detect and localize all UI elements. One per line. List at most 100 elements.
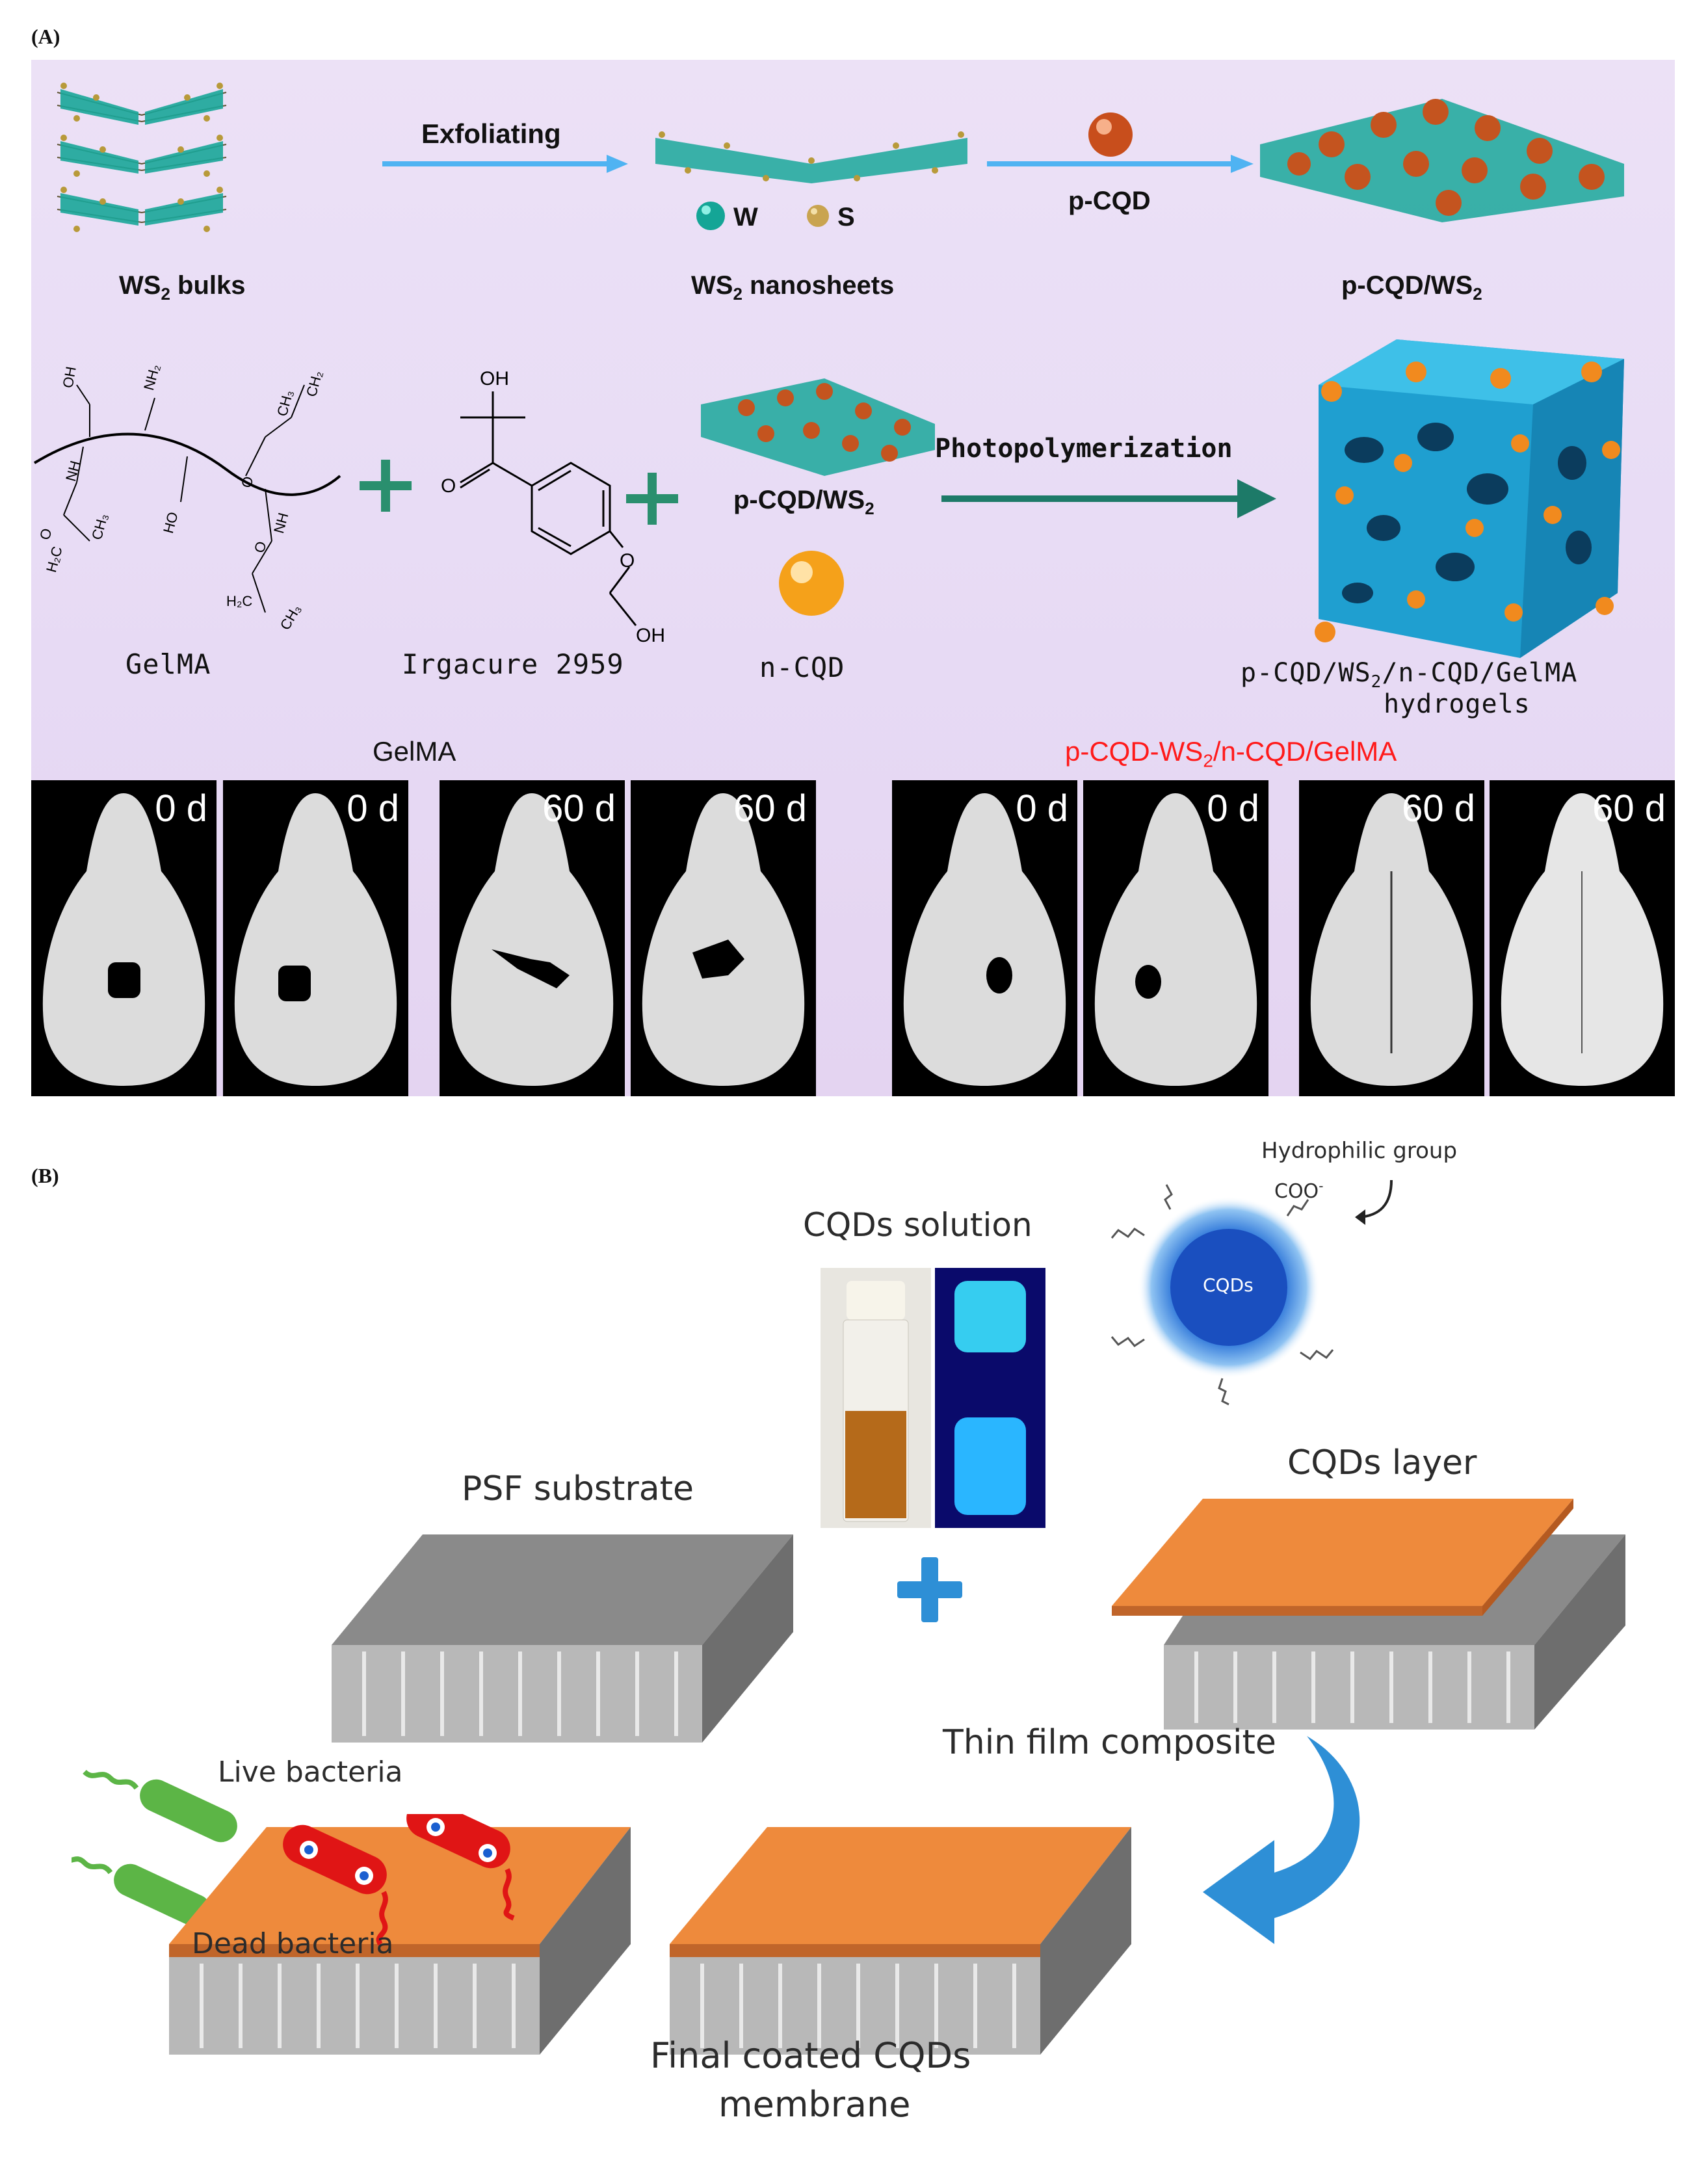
hydrogel-label-line2: hydrogels [1384,689,1531,719]
skull-image [42,793,205,1086]
skull-day-label: 0 d [1207,787,1259,830]
skull-day-label: 60 d [1402,787,1475,830]
skull-day-label: 60 d [733,787,807,830]
antibacterial-membrane-slab [169,1814,631,2055]
svg-text:O: O [441,475,456,497]
svg-text:CH₃: CH₃ [277,601,304,632]
skull-image [1310,793,1473,1086]
skull-image [451,793,614,1086]
skull-day-label: 60 d [1592,787,1666,830]
dead-bacteria-label: Dead bacteria [192,1927,394,1960]
skull-image [234,793,397,1086]
dead-bacterium-2 [406,1814,515,1921]
panel-a-label: (A) [31,25,60,48]
photopolymerization-arrow [941,479,1276,518]
gelma-label: GelMA [125,648,211,680]
skull-tile-2: 0 d [223,780,408,1096]
p-cqd-ws2-top-label: p-CQD/WS2 [1341,271,1482,304]
legend-s-label: S [837,203,855,231]
exfoliating-label: Exfoliating [421,118,561,149]
hydrogel-label-line1: p-CQD/WS2/n-CQD/GelMA [1241,658,1578,692]
skull-tile-6: 0 d [1083,780,1268,1096]
svg-text:CH₃: CH₃ [88,512,111,542]
final-membrane-slab [670,1827,1131,2055]
cqds-core-label: CQDs [1203,1274,1254,1296]
psf-substrate-slab [332,1534,793,1743]
p-cqd-sphere-icon [1088,112,1133,157]
skull-tile-4: 60 d [631,780,816,1096]
skull-tile-8: 60 d [1490,780,1675,1096]
plus-icon-2 [626,473,678,525]
live-bacteria-label: Live bacteria [218,1756,403,1789]
svg-text:OH: OH [636,625,665,645]
p-cqd-arrow-label: p-CQD [1068,187,1151,215]
p-cqd-arrow [987,155,1254,173]
cqds-solution-label: CQDs solution [803,1206,1032,1244]
skull-day-label: 0 d [155,787,207,830]
skull-tile-5: 0 d [892,780,1077,1096]
svg-text:H₂C: H₂C [43,544,66,574]
plus-icon-1 [360,460,412,512]
panel-a: WS2 bulks Exfoliating W S WS2 nanosheets… [31,60,1675,1096]
ws2-bulks-label: WS2 bulks [119,271,246,304]
svg-text:O: O [238,475,257,490]
skull-tile-7: 60 d [1299,780,1484,1096]
skull-day-label: 0 d [1016,787,1068,830]
final-membrane-label-line1: Final coated CQDs [650,2035,971,2076]
svg-text:NH₂: NH₂ [140,363,163,392]
group-gelma-title: GelMA [373,736,456,767]
s-atom-icon [807,205,829,227]
chem-oh-1: OH [59,365,79,389]
vial-daylight-photo [821,1268,931,1528]
dead-bacterium-1 [283,1824,388,1946]
live-bacteria-illustration [72,1769,237,1927]
group-hydrogel-title: p-CQD-WS2/n-CQD/GelMA [1065,736,1397,771]
svg-text:HO: HO [160,510,181,535]
plus-icon-blue [897,1557,962,1622]
p-cqd-ws2-illustration [1260,99,1624,222]
hydrophilic-group-label: Hydrophilic group [1261,1138,1458,1164]
cqd-particle-illustration [1110,1184,1334,1406]
n-cqd-sphere-icon [779,551,844,616]
cqds-layer-label: CQDs layer [1287,1443,1477,1482]
photopolymerization-label: Photopolymerization [935,434,1233,464]
skull-image [642,793,805,1086]
p-cqd-ws2-mid-label: p-CQD/WS2 [733,486,874,518]
coo-label: COO- [1274,1178,1324,1203]
thin-film-composite-slab [1112,1499,1625,1730]
ws2-nanosheet-illustration [655,131,967,183]
p-cqd-ws2-small-illustration [701,378,935,476]
exfoliating-arrow [382,155,628,173]
ws2-nanosheets-label: WS2 nanosheets [691,271,895,304]
irgacure-structure: OH O O OH [441,368,665,645]
curved-pointer-arrow [1355,1179,1393,1225]
skull-image [1094,793,1257,1086]
irgacure-label: Irgacure 2959 [402,648,624,680]
svg-text:OH: OH [480,368,509,389]
skull-tile-1: 0 d [31,780,217,1096]
gelma-structure: OH NH₂ NH O CH₃ H₂C HO O CH₃ CH₂ NH O H₂… [33,363,341,632]
skull-image [903,793,1066,1086]
final-membrane-label-line2: membrane [718,2084,911,2125]
panel-b-label: (B) [31,1164,59,1187]
ws2-bulk-illustration [57,83,227,232]
skull-day-label: 60 d [542,787,616,830]
hydrogel-cube-illustration [1315,339,1624,658]
svg-text:H₂C: H₂C [226,593,252,609]
svg-text:O: O [251,540,270,555]
skull-tile-3: 60 d [440,780,625,1096]
svg-text:NH: NH [270,511,291,535]
thin-film-composite-label: Thin film composite [943,1723,1276,1762]
svg-text:CH₂: CH₂ [303,369,326,399]
svg-text:O: O [36,527,55,542]
svg-text:O: O [620,550,635,572]
curved-process-arrow [1203,1736,1360,1944]
psf-substrate-label: PSF substrate [462,1469,694,1508]
n-cqd-label: n-CQD [759,651,845,683]
w-atom-icon [696,202,725,230]
svg-text:NH: NH [62,459,83,483]
skull-image [1501,793,1664,1086]
vial-uv-photo [935,1268,1045,1528]
skull-day-label: 0 d [347,787,399,830]
legend-w-label: W [733,203,758,231]
